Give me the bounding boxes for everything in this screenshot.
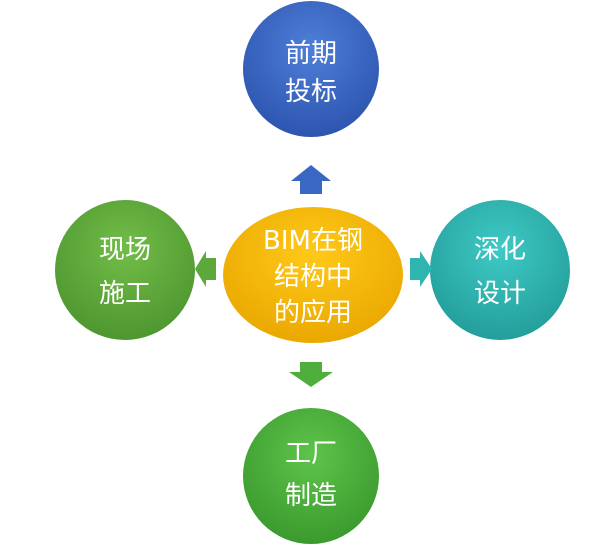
center-line-3: 的应用 [274, 298, 352, 328]
node-left-line-1: 现场 [99, 235, 151, 265]
node-top-line-2: 投标 [285, 77, 337, 107]
node-right-line-2: 设计 [474, 279, 526, 309]
node-top-line-1: 前期 [285, 39, 337, 69]
arrow-down-icon [289, 362, 333, 387]
node-top: 前期 投标 [243, 1, 379, 137]
node-bottom-line-1: 工厂 [285, 439, 337, 469]
arrow-right-icon [410, 251, 432, 287]
node-right: 深化 设计 [430, 200, 570, 340]
node-left-line-2: 施工 [99, 279, 151, 309]
node-bottom: 工厂 制造 [243, 408, 379, 544]
arrow-up-icon [291, 165, 331, 194]
center-line-2: 结构中 [274, 262, 352, 292]
node-left: 现场 施工 [55, 200, 195, 340]
node-right-line-1: 深化 [474, 235, 526, 265]
center-line-1: BIM在钢 [263, 226, 363, 256]
node-bottom-line-2: 制造 [285, 481, 337, 511]
center-node: BIM在钢 结构中 的应用 [223, 207, 403, 343]
arrow-left-icon [195, 251, 216, 287]
